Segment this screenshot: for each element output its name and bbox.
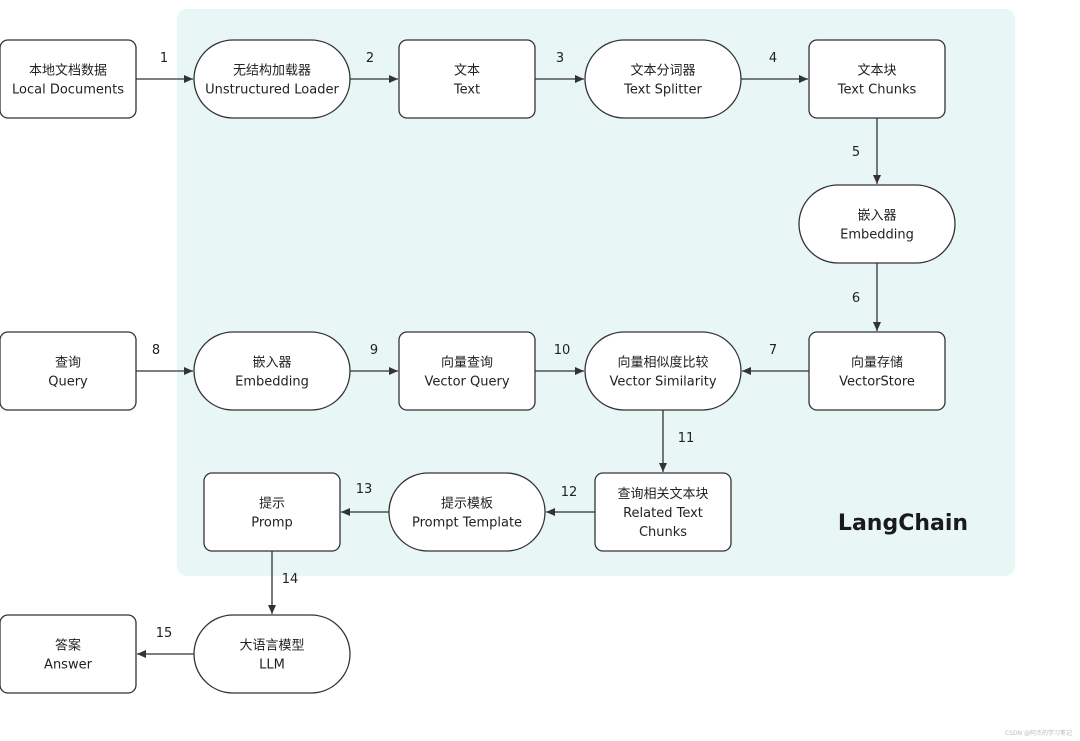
node-chunks: 文本块 Text Chunks	[808, 39, 946, 119]
langchain-group	[177, 9, 1015, 576]
node-similarity-line1: 向量相似度比较	[617, 355, 708, 371]
node-embedding-mid: 嵌入器 Embedding	[193, 331, 351, 411]
node-local-docs: 本地文档数据 Local Documents	[0, 39, 137, 119]
node-prompt-template: 提示模板 Prompt Template	[388, 472, 546, 552]
node-embedding-top: 嵌入器 Embedding	[798, 184, 956, 264]
node-chunks-shape	[808, 39, 946, 119]
edge-label-9: 9	[370, 343, 378, 358]
edge-label-10: 10	[554, 343, 571, 358]
edge-label-12: 12	[561, 485, 578, 500]
node-prompt-template-shape	[388, 472, 546, 552]
node-splitter: 文本分词器 Text Splitter	[584, 39, 742, 119]
node-query-shape	[0, 331, 137, 411]
node-llm: 大语言模型 LLM	[193, 614, 351, 694]
node-vectorstore-line2: VectorStore	[839, 375, 915, 390]
node-related-chunks-line2: Related Text	[623, 506, 703, 521]
edge-label-6: 6	[852, 291, 860, 306]
group-label: LangChain	[838, 511, 968, 536]
node-vector-query-line1: 向量查询	[441, 355, 493, 371]
node-local-docs-shape	[0, 39, 137, 119]
edge-label-7: 7	[769, 343, 777, 358]
edge-label-4: 4	[769, 51, 777, 66]
node-vectorstore-shape	[808, 331, 946, 411]
node-embedding-top-shape	[798, 184, 956, 264]
edge-label-3: 3	[556, 51, 564, 66]
node-prompt: 提示 Promp	[203, 472, 341, 552]
node-local-docs-line1: 本地文档数据	[29, 64, 107, 79]
node-loader-line1: 无结构加载器	[233, 64, 311, 79]
node-embedding-mid-line1: 嵌入器	[252, 356, 291, 371]
nodes-layer: 本地文档数据 Local Documents 无结构加载器 Unstructured …	[0, 39, 956, 694]
node-chunks-line1: 文本块	[857, 64, 896, 79]
node-embedding-top-line2: Embedding	[840, 228, 914, 243]
node-text-line2: Text	[453, 83, 480, 98]
node-loader: 无结构加载器 Unstructured Loader	[193, 39, 351, 119]
edge-label-14: 14	[282, 572, 299, 587]
edge-label-15: 15	[156, 626, 173, 641]
node-splitter-line1: 文本分词器	[630, 64, 695, 79]
node-text: 文本 Text	[398, 39, 536, 119]
node-prompt-shape	[203, 472, 341, 552]
edge-label-11: 11	[678, 431, 695, 446]
node-vector-query-shape	[398, 331, 536, 411]
node-splitter-shape	[584, 39, 742, 119]
node-query-line2: Query	[48, 375, 88, 390]
node-similarity-line2: Vector Similarity	[609, 375, 716, 390]
node-embedding-mid-line2: Embedding	[235, 375, 309, 390]
node-prompt-template-line1: 提示模板	[441, 496, 493, 512]
node-related-chunks-line1: 查询相关文本块	[617, 487, 708, 502]
node-splitter-line2: Text Splitter	[623, 83, 702, 98]
watermark: CSDN @阿杰的学习笔记	[1005, 729, 1072, 737]
node-query: 查询 Query	[0, 331, 137, 411]
node-embedding-mid-shape	[193, 331, 351, 411]
edge-label-8: 8	[152, 343, 160, 358]
node-loader-line2: Unstructured Loader	[205, 83, 339, 98]
node-vectorstore-line1: 向量存储	[851, 355, 903, 371]
node-vector-query-line2: Vector Query	[424, 375, 509, 390]
node-query-line1: 查询	[55, 356, 81, 371]
edge-label-1: 1	[160, 51, 168, 66]
node-llm-line2: LLM	[259, 658, 285, 673]
node-chunks-line2: Text Chunks	[837, 83, 917, 98]
edge-label-5: 5	[852, 145, 860, 160]
edge-label-13: 13	[356, 482, 373, 497]
node-local-docs-line2: Local Documents	[12, 83, 124, 98]
node-embedding-top-line1: 嵌入器	[857, 209, 896, 224]
node-similarity: 向量相似度比较 Vector Similarity	[584, 331, 742, 411]
node-loader-shape	[193, 39, 351, 119]
edge-label-2: 2	[366, 51, 374, 66]
node-answer: 答案 Answer	[0, 614, 137, 694]
node-answer-line1: 答案	[55, 638, 81, 654]
node-llm-line1: 大语言模型	[239, 639, 304, 654]
node-vector-query: 向量查询 Vector Query	[398, 331, 536, 411]
node-related-chunks-line3: Chunks	[639, 525, 687, 540]
node-prompt-template-line2: Prompt Template	[412, 516, 522, 531]
node-text-line1: 文本	[454, 64, 480, 79]
node-llm-shape	[193, 614, 351, 694]
node-text-shape	[398, 39, 536, 119]
node-related-chunks-shape	[594, 472, 732, 552]
node-similarity-shape	[584, 331, 742, 411]
node-vectorstore: 向量存储 VectorStore	[808, 331, 946, 411]
node-answer-shape	[0, 614, 137, 694]
node-answer-line2: Answer	[44, 658, 93, 673]
node-prompt-line2: Promp	[251, 516, 293, 531]
node-prompt-line1: 提示	[259, 496, 285, 512]
